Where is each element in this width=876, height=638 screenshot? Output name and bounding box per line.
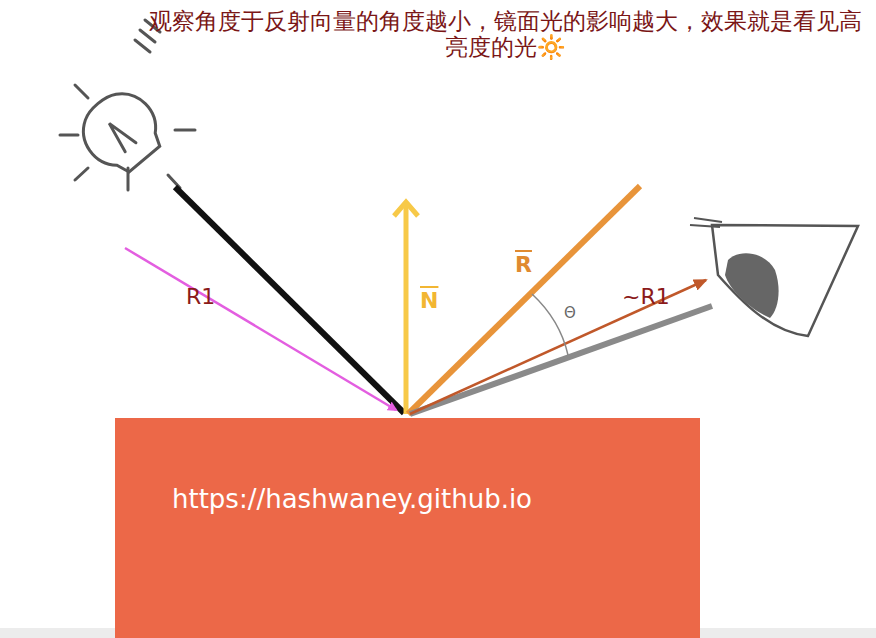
normal-label: N [420,288,438,313]
eye [690,218,858,336]
reflect-vector [408,186,640,414]
r1-reflect-label: ~R1 [622,284,670,309]
reflect-label: R [515,252,532,277]
normal-arrowhead [394,202,418,216]
r1-label: R1 [186,284,215,309]
title: 观察角度于反射向量的角度越小，镜面光的影响越大，效果就是看见高亮度的光🔆 [140,8,870,60]
angle-arc [532,294,568,355]
angle-label: Θ [564,304,576,322]
surface-box: https://hashwaney.github.io [115,418,700,638]
incident-ray [175,187,404,413]
r1-reflect-arrow [410,280,706,414]
normal-vector [404,202,409,414]
light-bulb [60,20,195,190]
view-vector [410,306,712,414]
r1-arrow [125,248,396,410]
url-text: https://hashwaney.github.io [172,484,532,514]
